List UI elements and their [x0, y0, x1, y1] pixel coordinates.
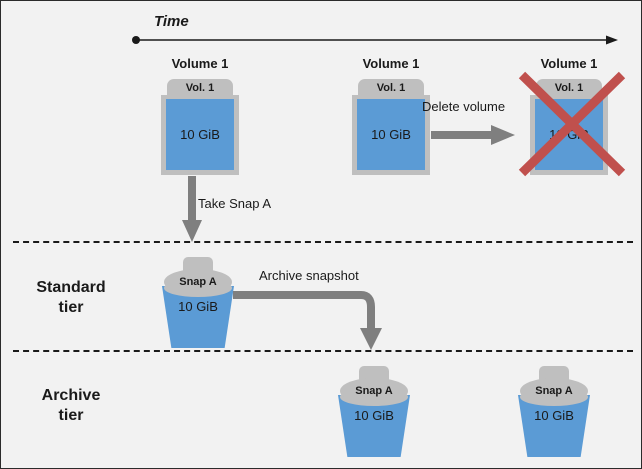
delete-volume-arrow-label: Delete volume — [422, 99, 506, 114]
volume-tab — [358, 79, 424, 97]
tier-label-archive: Archive tier — [41, 387, 101, 424]
volume-icon-volume-1-before-delete[interactable]: Vol. 1 10 GiB — [352, 79, 430, 175]
tier-label-standard: Standard tier — [36, 279, 106, 316]
snapshot-lid-label: Snap A — [535, 385, 573, 397]
volume-body-frame: 10 GiB — [352, 95, 430, 175]
volume-body: 10 GiB — [357, 99, 425, 170]
delete-volume-arrow — [431, 125, 515, 145]
volume-1-initial-title: Volume 1 — [171, 56, 229, 71]
snapshot-icon-snap-a-standard[interactable]: Snap A 10 GiB — [155, 257, 241, 353]
delete-cross-icon — [518, 71, 626, 177]
divider-standard-tier — [13, 241, 633, 243]
take-snapshot-arrow — [182, 176, 202, 242]
volume-size-label: 10 GiB — [180, 127, 220, 142]
divider-archive-tier — [13, 350, 633, 352]
snapshot-size-label: 10 GiB — [354, 408, 394, 423]
volume-1-deleted-title: Volume 1 — [540, 56, 598, 71]
volume-tab — [536, 79, 602, 97]
archive-snapshot-arrow-label: Archive snapshot — [259, 268, 359, 283]
snapshot-lid — [340, 378, 408, 404]
timeline-arrow — [132, 35, 618, 45]
volume-1-before-delete-title: Volume 1 — [362, 56, 420, 71]
volume-tab — [167, 79, 233, 97]
snapshot-lid-label: Snap A — [355, 385, 393, 397]
snapshot-size-label: 10 GiB — [178, 299, 218, 314]
volume-tab-label: Vol. 1 — [554, 82, 584, 94]
snapshot-lid-label: Snap A — [179, 276, 217, 288]
archive-snapshot-arrow — [233, 291, 382, 350]
volume-body: 10 GiB — [166, 99, 234, 170]
volume-icon-volume-1-initial[interactable]: Vol. 1 10 GiB — [161, 79, 239, 175]
snapshot-size-label: 10 GiB — [534, 408, 574, 423]
take-snapshot-arrow-label: Take Snap A — [198, 196, 271, 211]
timeline-label: Time — [154, 13, 189, 30]
snapshot-icon-snap-a-archive-2[interactable]: Snap A 10 GiB — [511, 366, 597, 462]
snapshot-lid — [164, 269, 232, 295]
volume-tab-label: Vol. 1 — [185, 82, 215, 94]
volume-body-frame: 10 GiB — [161, 95, 239, 175]
snapshot-lid — [520, 378, 588, 404]
volume-tab-label: Vol. 1 — [376, 82, 406, 94]
volume-size-label: 10 GiB — [371, 127, 411, 142]
snapshot-icon-snap-a-archive-1[interactable]: Snap A 10 GiB — [331, 366, 417, 462]
